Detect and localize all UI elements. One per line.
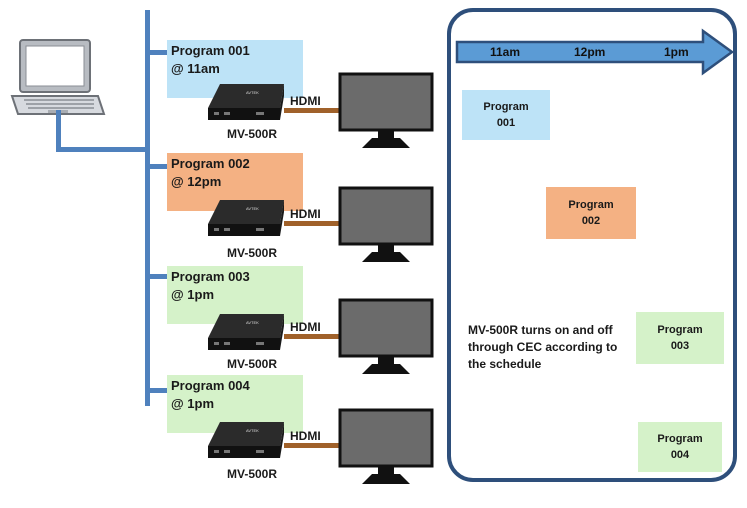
schedule-box-line2: 004 (670, 449, 690, 461)
monitor-icon (338, 408, 434, 484)
monitor-icon (338, 186, 434, 262)
hdmi-label: HDMI (290, 207, 321, 221)
hdmi-cable (284, 108, 341, 113)
schedule-box-line1: Program (568, 199, 614, 211)
schedule-box-line1: Program (657, 324, 703, 336)
schedule-program-003: Program 003 (636, 312, 724, 364)
svg-text:AVTEK: AVTEK (246, 428, 259, 433)
hdmi-label: HDMI (290, 320, 321, 334)
program-time: @ 1pm (171, 287, 215, 302)
program-name: Program 003 (171, 269, 250, 284)
schedule-program-004: Program 004 (638, 422, 722, 472)
program-time: @ 1pm (171, 396, 215, 411)
program-time: @ 11am (171, 61, 220, 76)
schedule-box-line2: 002 (581, 215, 601, 227)
laptop-to-bus-line (56, 147, 148, 152)
hdmi-cable (284, 334, 341, 339)
timeline-label-12pm: 12pm (574, 45, 606, 59)
bus-branch-1 (145, 50, 169, 55)
program-time: @ 12pm (171, 174, 222, 189)
hdmi-cable (284, 221, 341, 226)
laptop-drop-line (56, 110, 61, 150)
media-player-icon: AVTEK (208, 200, 284, 236)
hdmi-label: HDMI (290, 94, 321, 108)
media-player-icon: AVTEK (208, 84, 284, 120)
svg-text:AVTEK: AVTEK (246, 90, 259, 95)
network-bus (145, 10, 150, 406)
bus-branch-2 (145, 164, 169, 169)
hdmi-cable (284, 443, 341, 448)
schedule-program-001: Program 001 (462, 90, 550, 140)
schedule-program-002: Program 002 (546, 187, 636, 239)
device-label: MV-500R (227, 357, 278, 371)
schedule-box-line1: Program (483, 101, 529, 113)
media-player-icon: AVTEK (208, 314, 284, 350)
svg-text:AVTEK: AVTEK (246, 206, 259, 211)
svg-text:AVTEK: AVTEK (246, 320, 259, 325)
schedule-note: MV-500R turns on and off through CEC acc… (468, 323, 618, 371)
program-name: Program 001 (171, 43, 250, 58)
timeline-label-1pm: 1pm (664, 45, 689, 59)
schedule-box-line2: 003 (670, 340, 690, 352)
device-label: MV-500R (227, 246, 278, 260)
device-label: MV-500R (227, 127, 278, 141)
schedule-box-line2: 001 (496, 117, 516, 129)
schedule-panel (447, 8, 737, 482)
program-name: Program 002 (171, 156, 250, 171)
bus-branch-3 (145, 274, 169, 279)
timeline-arrow (455, 28, 735, 76)
device-label: MV-500R (227, 467, 278, 481)
monitor-icon (338, 298, 434, 374)
timeline-label-11am: 11am (490, 45, 521, 59)
program-name: Program 004 (171, 378, 250, 393)
media-player-icon: AVTEK (208, 422, 284, 458)
schedule-box-line1: Program (657, 433, 703, 445)
monitor-icon (338, 72, 434, 148)
laptop-icon (10, 39, 106, 115)
bus-branch-4 (145, 388, 169, 393)
hdmi-label: HDMI (290, 429, 321, 443)
